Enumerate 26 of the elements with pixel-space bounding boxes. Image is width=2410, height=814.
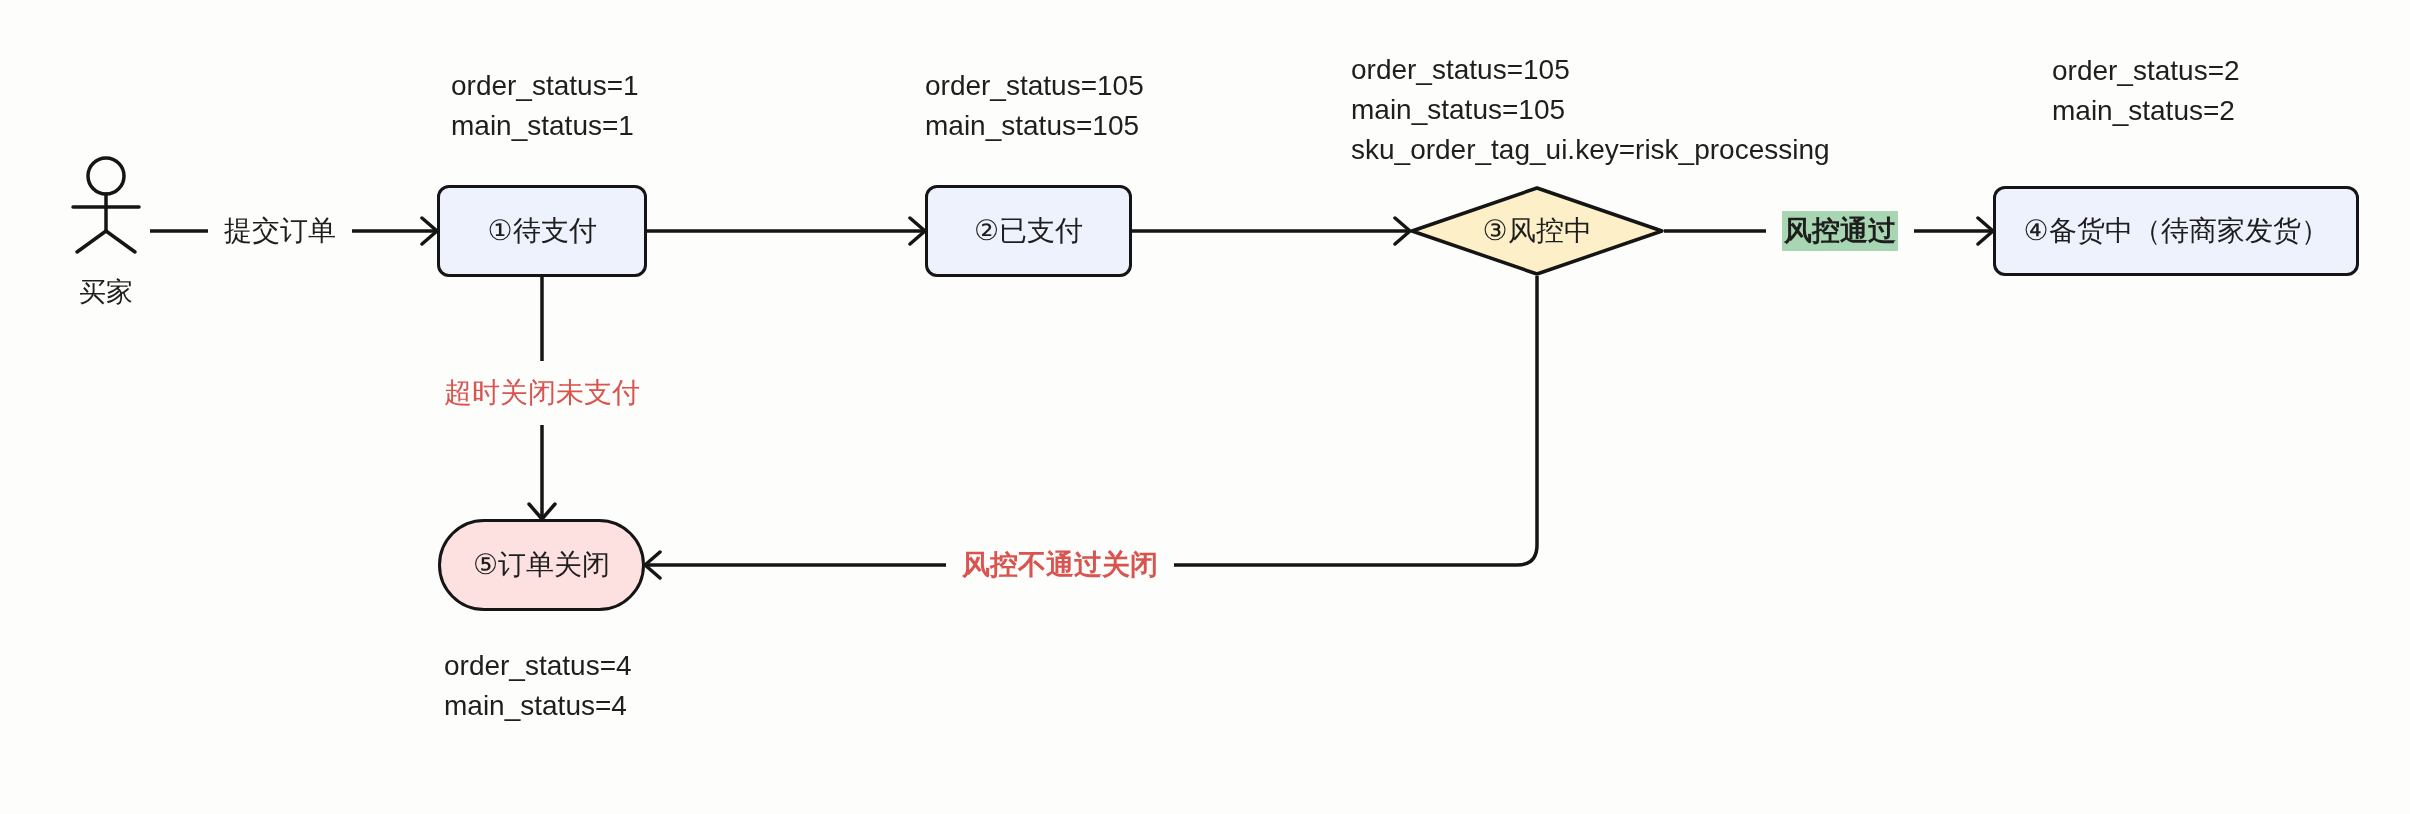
state-label: ①待支付 [487,214,597,248]
status-text: main_status=4 [444,689,628,723]
edge-label: 提交订单 [224,214,336,248]
state-label: ③风控中 [1482,214,1592,248]
status-text: order_status=4 [444,649,632,683]
status-text: order_status=1 [451,69,639,103]
arrow [647,216,927,246]
status-text: order_status=2 [2052,54,2240,88]
status-text: sku_order_tag_ui.key=risk_processing [1351,133,1830,167]
state-label: ②已支付 [973,214,1084,248]
state-box [1993,186,2359,276]
status-text: main_status=105 [925,109,1141,143]
edge-label: 超时关闭未支付 [444,376,640,410]
status-text: main_status=1 [451,109,635,143]
status-text: main_status=105 [1351,93,1567,127]
status-text: order_status=105 [1351,53,1571,87]
arrow [1132,216,1412,246]
edge-label: 风控不通过关闭 [962,548,1158,582]
edge-label: 风控通过 [1782,211,1898,251]
state-label: ⑤订单关闭 [472,548,611,582]
state-label: ④备货中（待商家发货） [2023,214,2329,248]
status-text: order_status=105 [925,69,1144,103]
actor-label: 买家 [79,276,133,309]
state-box [925,185,1132,277]
state-box [437,185,647,277]
status-text: main_status=2 [2052,94,2236,128]
